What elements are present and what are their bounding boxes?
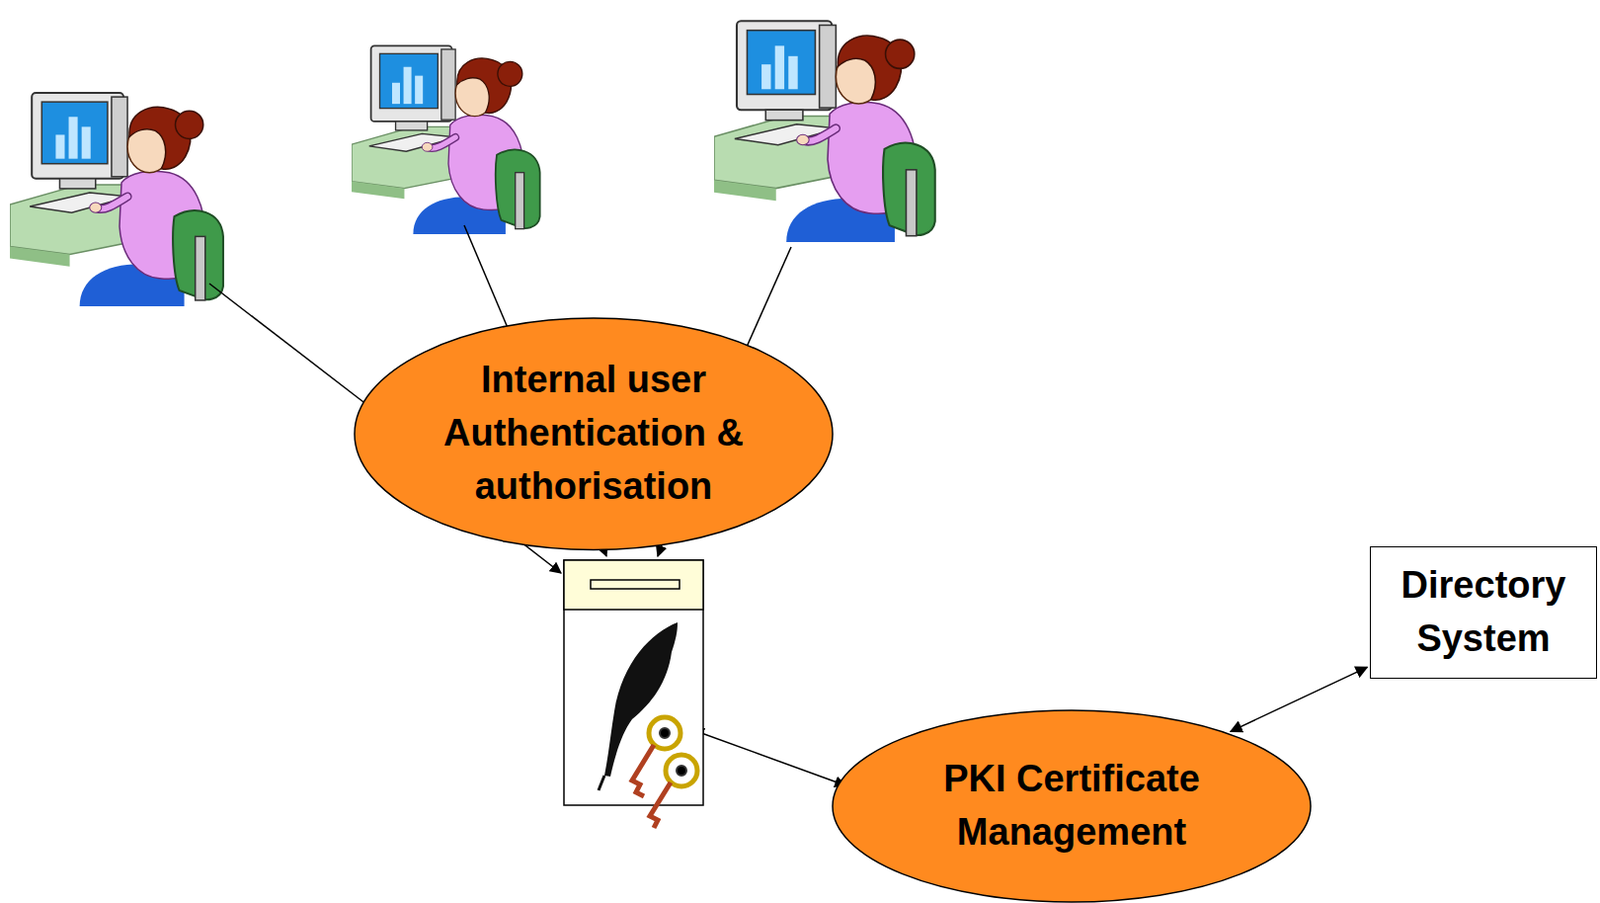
ellipse-outline (831, 709, 1312, 903)
user-figure (351, 45, 541, 235)
node-label: Internal user Authentication & authorisa… (430, 353, 757, 514)
signing-server (563, 560, 704, 828)
connector-arrow (1230, 666, 1367, 731)
user-line (464, 225, 514, 342)
node-label: PKI Certificate Management (908, 752, 1235, 860)
node-label: Directory System (1378, 559, 1589, 666)
text-holder: Internal user Authentication & authorisa… (430, 353, 757, 514)
text-holder: Directory System (1378, 559, 1589, 666)
user-line (209, 283, 368, 405)
user-line (742, 246, 792, 356)
text-holder: PKI Certificate Management (908, 752, 1235, 860)
user-figure (714, 20, 936, 242)
ellipse-fill (354, 318, 833, 550)
auth-ellipse: Internal user Authentication & authorisa… (353, 317, 834, 551)
pki-ellipse: PKI Certificate Management (831, 709, 1312, 903)
server-pki-arrow (693, 729, 846, 786)
user-figures (9, 20, 936, 307)
directory-box: Directory System (1369, 546, 1598, 679)
user-figure (9, 92, 224, 307)
ellipse-fill (832, 710, 1311, 902)
